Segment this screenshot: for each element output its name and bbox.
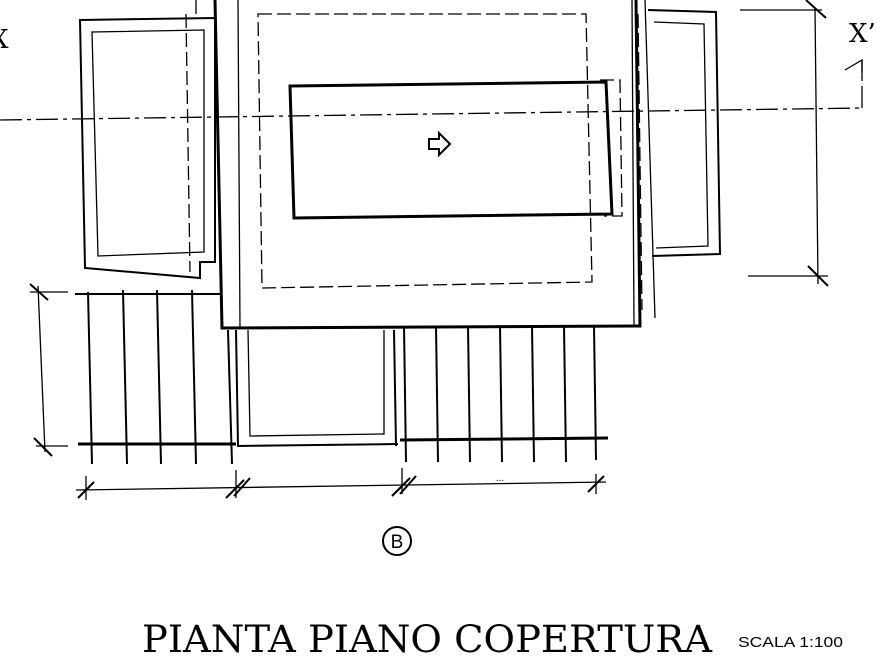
- main-roof-block: [195, 0, 656, 330]
- section-axis-line: [0, 107, 863, 121]
- left-dashed-wall-line: [185, 13, 191, 273]
- section-marker-right: X’: [849, 19, 876, 49]
- drawing-title: PIANTA PIANO COPERTURA: [142, 618, 713, 661]
- dimension-text: ...: [496, 473, 504, 484]
- right-pergola: [399, 325, 609, 463]
- left-terrace: [78, 16, 216, 280]
- right-dashed-wall-line: [637, 13, 643, 311]
- bottom-dimension-line: [75, 468, 607, 500]
- outline-right-arrow-icon: [428, 130, 452, 158]
- left-pergola: [75, 289, 236, 465]
- right-terrace: [647, 9, 722, 257]
- elevation-marker-label: B: [391, 532, 404, 553]
- roof-dashed-outline: [257, 13, 593, 289]
- drawing-scale: SCALA 1:100: [738, 634, 843, 651]
- right-dimension-line: [740, 0, 829, 287]
- section-marker-right-arrow: [844, 58, 863, 78]
- elevation-marker: B: [382, 526, 412, 556]
- elevation-marker-circle: [382, 526, 412, 556]
- section-marker-left: X: [0, 25, 9, 55]
- skylight: [288, 79, 623, 220]
- middle-box: [235, 329, 399, 448]
- left-dimension-line: [29, 283, 68, 457]
